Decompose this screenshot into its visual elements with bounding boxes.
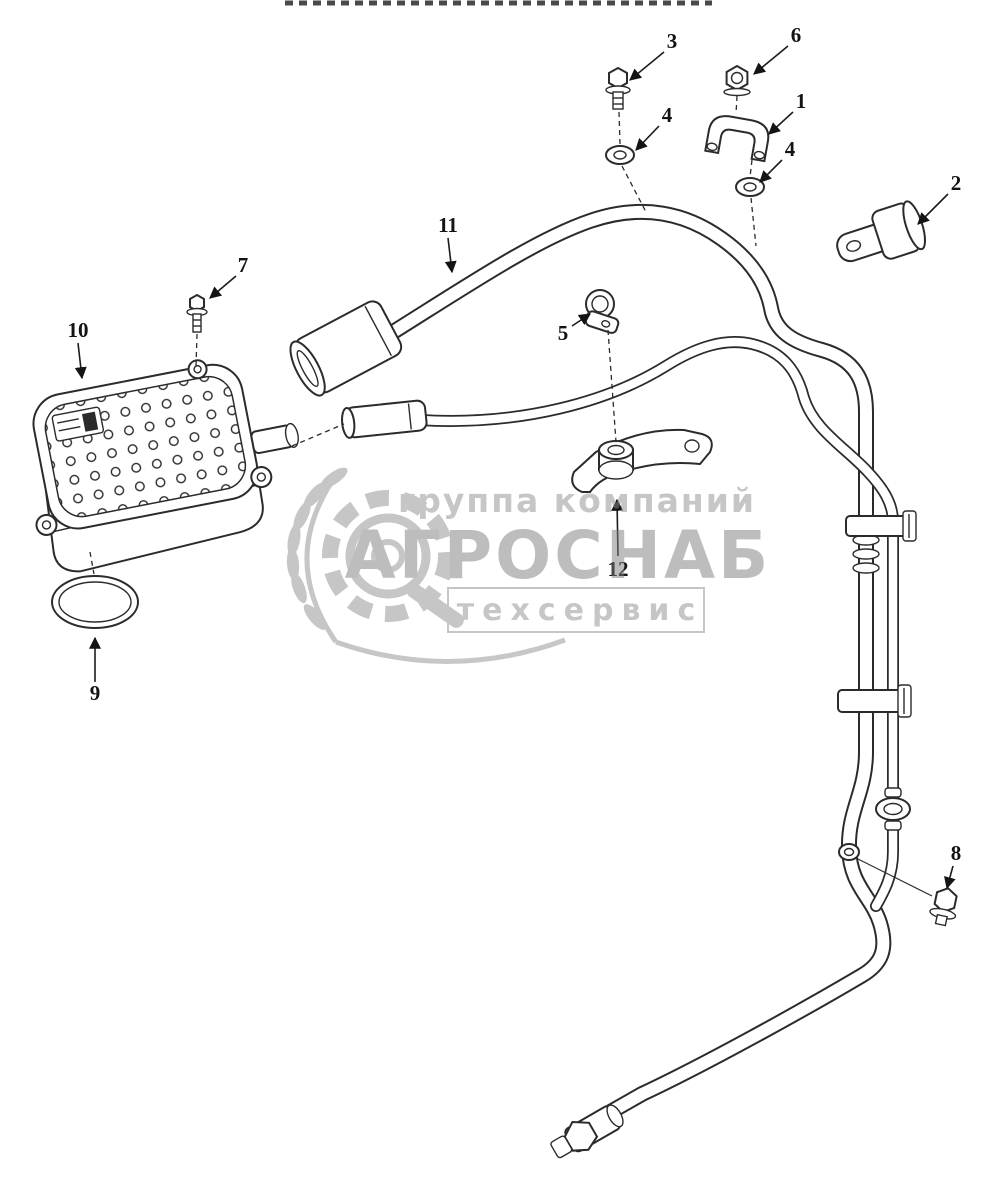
callout-label-2: 2 [951,171,962,195]
p-clamp-5 [584,289,620,334]
bolt-7 [186,293,208,333]
watermark: группа компаний АГРОСНАБ техсервис [286,467,772,664]
watermark-title: АГРОСНАБ [345,517,772,594]
callout-arrow-10 [74,342,87,380]
bolt-8-leader-line [855,857,933,897]
callout-labels: 3 6 1 4 4 2 11 7 5 10 12 9 8 [68,23,962,865]
callout-arrow-3 [629,51,665,81]
breather-box [32,359,299,573]
nut-6 [723,64,751,97]
callout-label-12: 12 [608,557,629,581]
watermark-subtitle: группа компаний [398,481,756,520]
callout-label-6: 6 [791,23,802,47]
callout-label-4b: 4 [785,137,796,161]
callout-arrow-1 [768,111,794,135]
assembly-dashed-lines [89,95,757,575]
watermark-laurel-icon [286,467,566,664]
watermark-gear-icon [322,490,464,628]
bolt-8 [929,887,958,927]
drain-valve-fitting [550,1104,624,1159]
washer-4b [735,177,765,197]
callout-arrow-11 [444,237,457,274]
callout-label-7: 7 [238,253,249,277]
hose-bellows [852,534,880,574]
callout-label-8: 8 [951,841,962,865]
watermark-caption: техсервис [457,593,703,628]
callout-arrow-4b [759,159,783,183]
callout-arrows [74,45,956,890]
callout-label-11: 11 [438,213,458,237]
callout-arrow-12 [611,498,624,557]
callout-arrow-4a [635,125,660,151]
band-clamp-lower [837,684,912,718]
callout-arrow-2 [917,193,949,225]
elbow-mount-hole [838,843,860,861]
callout-arrow-5 [571,313,591,327]
hose-end-sleeve-small [341,399,428,439]
callout-label-4a: 4 [662,103,673,127]
breather-hose-11 [382,203,892,1126]
hose-clip-1 [704,115,770,163]
grommet-2 [836,200,926,263]
washer-4a [605,145,635,165]
callout-label-10: 10 [68,318,89,342]
bolt-3 [605,66,631,110]
callout-label-3: 3 [667,29,678,53]
callout-arrow-8 [944,865,956,890]
callout-arrow-7 [209,275,237,299]
o-ring [51,575,139,629]
callout-arrow-6 [753,45,789,75]
callout-label-1: 1 [796,89,807,113]
callout-label-5: 5 [558,321,569,345]
hose-end-sleeve-large [289,300,403,397]
callout-label-9: 9 [90,681,101,705]
watermark-box [447,587,705,633]
tube-ring-fitting [875,787,911,831]
band-clamp-upper [845,510,917,542]
